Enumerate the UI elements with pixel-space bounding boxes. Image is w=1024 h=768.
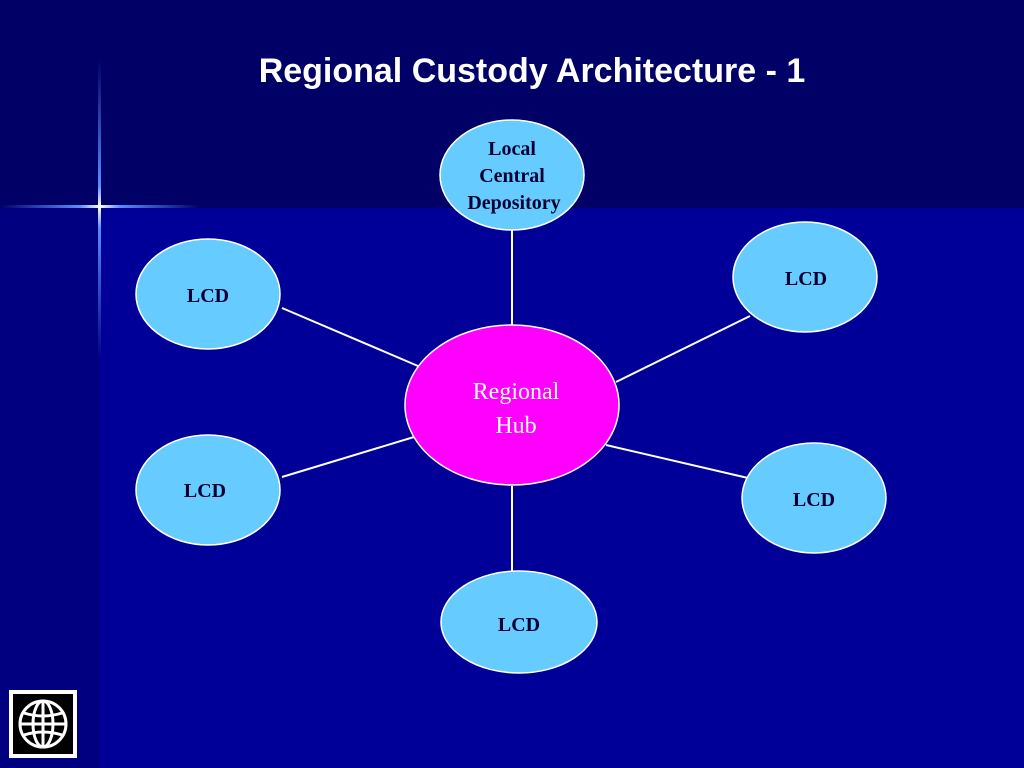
node-top-line1: Local <box>488 138 536 160</box>
node-top-line2: Central <box>479 165 545 187</box>
connector-left-upper <box>281 307 419 367</box>
node-regional-hub: Regional Hub <box>404 324 620 486</box>
background-left-band <box>0 208 100 768</box>
node-local-central-depository: Local Central Depository <box>439 119 585 231</box>
connector-right-upper <box>615 315 751 383</box>
hub-line1: Regional <box>473 379 560 405</box>
node-right-upper-label: LCD <box>785 268 827 290</box>
node-lcd-left-lower: LCD <box>135 434 281 546</box>
node-top-line3: Depository <box>467 192 560 214</box>
sparkle-vertical-icon <box>98 60 101 360</box>
node-right-lower-label: LCD <box>793 489 835 511</box>
node-left-upper-label: LCD <box>187 285 229 307</box>
node-left-lower-label: LCD <box>184 480 226 502</box>
node-lcd-bottom: LCD <box>440 570 598 674</box>
node-lcd-right-upper: LCD <box>732 221 878 333</box>
globe-icon <box>18 699 68 749</box>
node-lcd-left-upper: LCD <box>135 238 281 350</box>
node-lcd-right-lower: LCD <box>741 442 887 554</box>
connector-left-lower <box>281 436 415 478</box>
connector-right-lower <box>605 444 749 479</box>
slide-title: Regional Custody Architecture - 1 <box>258 52 806 90</box>
hub-line2: Hub <box>495 413 536 439</box>
node-bottom-label: LCD <box>498 614 540 636</box>
world-bank-logo <box>9 690 77 758</box>
